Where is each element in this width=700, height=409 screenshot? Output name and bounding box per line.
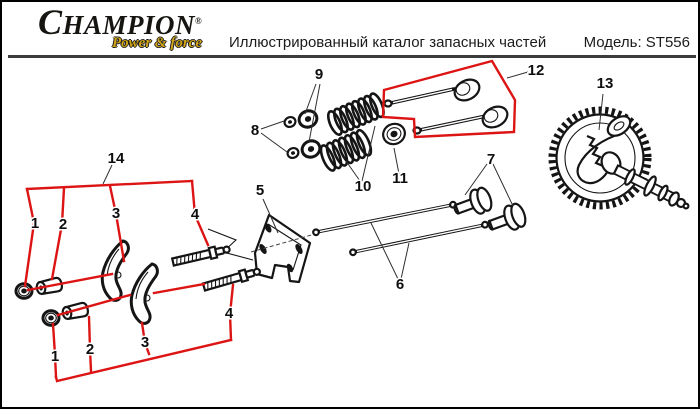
spring-retainers-drawing: [297, 109, 322, 159]
valve-stem-caps-drawing: [283, 115, 300, 160]
callout-2-bottom: 2: [86, 341, 94, 358]
callout-8: 8: [251, 122, 259, 139]
valves-drawing: [383, 78, 509, 135]
brand-logo: CHAMPION® Power & force: [38, 6, 210, 52]
callout-14: 14: [108, 150, 125, 167]
header-rule: [8, 55, 696, 58]
valves-red-box: [381, 59, 517, 139]
callout-3-top: 3: [112, 205, 120, 222]
brand-tagline: Power & force: [112, 35, 202, 51]
registered-mark: ®: [195, 16, 203, 26]
callout-7: 7: [487, 151, 495, 168]
rocker-assembly-drawing: [14, 239, 261, 327]
callout-4-top: 4: [191, 206, 200, 223]
spring-seat-drawing: [382, 122, 406, 146]
callout-leader-lines: [102, 71, 604, 280]
rocker-arm-exhaust: [129, 262, 159, 325]
page-title: Иллюстрированный каталог запасных частей: [229, 34, 547, 51]
adjusting-stud-exhaust: [201, 267, 261, 292]
guide-plate-drawing: [207, 213, 316, 284]
callout-11: 11: [392, 170, 408, 187]
rocker-nut-exhaust: [41, 309, 61, 327]
callout-5: 5: [256, 182, 264, 199]
rocker-nut-intake: [14, 282, 34, 300]
valve-springs-drawing: [319, 92, 385, 172]
tappets-drawing: [453, 186, 527, 231]
callout-6: 6: [396, 276, 404, 293]
push-rods-drawing: [312, 200, 489, 257]
callout-1-bottom: 1: [51, 348, 59, 365]
callout-13: 13: [597, 75, 614, 92]
callout-12: 12: [528, 62, 545, 79]
callout-10: 10: [355, 178, 372, 195]
callout-1-top: 1: [31, 215, 39, 232]
callout-3-bottom: 3: [141, 334, 149, 351]
rocker-arm-intake: [100, 239, 130, 302]
brand-name: CHAMPION®: [38, 6, 210, 40]
callout-labels: 1 2 3 4 1 2 3 4 5 6 7 8 9 10 11 12 13 14: [29, 61, 615, 367]
callout-9: 9: [315, 66, 323, 83]
model-label: Модель: ST556: [583, 34, 690, 51]
callout-4-bottom: 4: [225, 305, 234, 322]
adjusting-stud-intake: [170, 245, 231, 267]
camshaft-drawing: [548, 106, 690, 210]
red-annotation-lines: [23, 59, 517, 383]
callout-2-top: 2: [59, 216, 67, 233]
